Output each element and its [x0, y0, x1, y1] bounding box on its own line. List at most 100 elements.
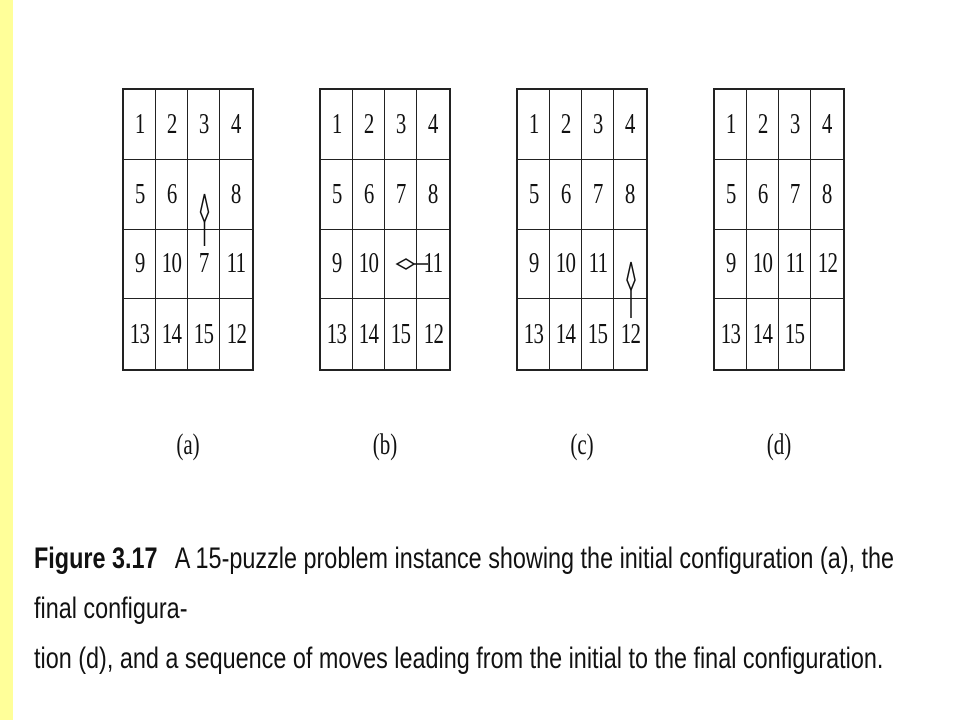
puzzle-tile: 14 [747, 299, 779, 369]
puzzle-tile: 15 [385, 299, 417, 369]
tile-number: 9 [331, 247, 342, 280]
puzzle-tile: 4 [220, 90, 252, 160]
tile-number: 3 [789, 107, 800, 140]
tile-number: 12 [817, 247, 837, 280]
puzzle-tile: 2 [550, 90, 582, 160]
puzzle-tile: 5 [124, 159, 156, 230]
tile-number: 9 [725, 247, 736, 280]
puzzle-tile: 14 [353, 299, 385, 369]
tile-number: 15 [587, 317, 608, 350]
tile-number: 15 [390, 317, 411, 350]
tile-number: 5 [134, 177, 145, 210]
tile-number: 15 [193, 317, 214, 350]
puzzle-tile: 13 [124, 299, 156, 369]
puzzle-tile: 6 [550, 159, 582, 230]
tile-number: 13 [720, 317, 741, 350]
puzzle-tile: 11 [582, 229, 614, 300]
puzzle-tile: 3 [385, 90, 417, 160]
left-accent-bar [0, 0, 13, 720]
puzzle-tile: 5 [518, 159, 550, 230]
puzzle-tile: 11 [220, 230, 252, 300]
tile-number: 12 [226, 317, 246, 350]
puzzle-tile: 9 [715, 229, 747, 300]
tile-number: 10 [161, 247, 182, 280]
puzzle-tile: 8 [417, 160, 449, 230]
puzzle-tile: 13 [518, 299, 550, 369]
puzzle-tile: 9 [124, 229, 156, 300]
puzzle-label-b: (b) [372, 428, 398, 461]
tile-number: 12 [423, 317, 443, 350]
puzzle-tile: 6 [353, 159, 385, 230]
puzzle-tile: 10 [550, 229, 582, 300]
tile-number: 14 [555, 317, 576, 350]
caption-line-2: tion (d), and a sequence of moves leadin… [34, 642, 884, 675]
tile-number: 4 [625, 107, 635, 140]
tile-number: 7 [395, 177, 406, 210]
puzzle-tile: 12 [417, 299, 449, 369]
puzzle-tile: 1 [715, 90, 747, 160]
tile-number: 14 [358, 317, 379, 350]
tile-number: 8 [822, 177, 832, 210]
puzzle-tile: 1 [321, 90, 353, 160]
tile-number: 1 [528, 107, 539, 140]
tile-number: 9 [528, 247, 539, 280]
puzzle-tile: 3 [779, 90, 811, 160]
puzzle-empty-cell [811, 299, 843, 369]
tile-number: 7 [789, 177, 800, 210]
puzzle-tile: 7 [779, 159, 811, 230]
tile-number: 1 [331, 107, 342, 140]
tile-number: 4 [428, 107, 438, 140]
puzzle-tile: 8 [614, 160, 646, 230]
tile-number: 13 [326, 317, 347, 350]
puzzle-tile: 15 [188, 299, 220, 369]
puzzle-tile: 15 [582, 299, 614, 369]
tile-number: 10 [358, 247, 379, 280]
puzzle-tile: 10 [156, 229, 188, 300]
puzzle-label-d: (d) [766, 428, 792, 461]
puzzle-tile: 8 [811, 160, 843, 230]
caption-text-1: A 15-puzzle problem instance showing the… [34, 542, 895, 625]
puzzle-tile: 3 [188, 90, 220, 160]
tile-number: 5 [725, 177, 736, 210]
tile-number: 8 [231, 177, 241, 210]
tile-number: 4 [822, 107, 832, 140]
tile-number: 11 [588, 247, 607, 280]
puzzle-tile: 12 [811, 230, 843, 300]
puzzle-tile: 4 [614, 90, 646, 160]
puzzle-tile: 2 [156, 90, 188, 160]
puzzle-tile: 2 [353, 90, 385, 160]
tile-number: 2 [363, 107, 374, 140]
puzzle-tile: 14 [550, 299, 582, 369]
tile-number: 10 [752, 247, 773, 280]
puzzle-empty-cell [188, 159, 220, 230]
tile-number: 2 [166, 107, 177, 140]
puzzle-tile: 1 [518, 90, 550, 160]
tile-number: 3 [592, 107, 603, 140]
puzzle-tile: 12 [220, 299, 252, 369]
puzzle-tile: 6 [747, 159, 779, 230]
puzzle-tile: 7 [385, 159, 417, 230]
tile-number: 13 [523, 317, 544, 350]
tile-number: 7 [198, 247, 209, 280]
tile-number: 8 [625, 177, 635, 210]
figure-number: Figure 3.17 [34, 542, 158, 575]
puzzle-tile: 6 [156, 159, 188, 230]
tile-number: 8 [428, 177, 438, 210]
puzzle-tile: 7 [582, 159, 614, 230]
tile-number: 2 [757, 107, 768, 140]
puzzle-tile: 13 [321, 299, 353, 369]
puzzle-empty-cell [385, 229, 417, 300]
puzzle-tile: 4 [417, 90, 449, 160]
puzzle-tile: 13 [715, 299, 747, 369]
puzzle-tile: 15 [779, 299, 811, 369]
tile-number: 11 [785, 247, 804, 280]
puzzle-label-c: (c) [570, 428, 594, 461]
tile-number: 10 [555, 247, 576, 280]
tile-number: 5 [528, 177, 539, 210]
tile-number: 12 [620, 317, 640, 350]
tile-number: 15 [784, 317, 805, 350]
tile-number: 11 [423, 247, 443, 280]
